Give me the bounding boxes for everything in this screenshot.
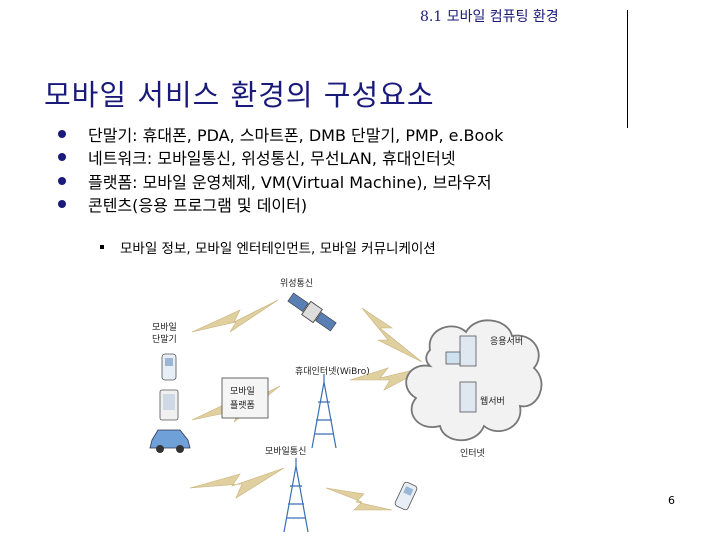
mobile-environment-diagram: 위성통신 모바일 단말기 모바일 플랫폼 휴대인터넷(WiBro) 모바일통신 …	[149, 278, 543, 533]
vertical-divider	[627, 10, 628, 128]
bolt-icon	[325, 487, 393, 511]
tower-icon	[283, 458, 309, 533]
bolt-icon	[361, 307, 423, 363]
pda-icon	[159, 389, 179, 421]
satellite-label: 위성통신	[280, 278, 313, 289]
device-label-line2: 단말기	[152, 333, 177, 345]
platform-label-line1: 모바일	[230, 386, 255, 397]
bullet-dot	[58, 200, 66, 209]
bullet-dot	[58, 176, 66, 185]
sub-bullet: 모바일 정보, 모바일 엔터테인먼트, 모바일 커뮤니케이션	[100, 237, 436, 257]
handset-icon	[394, 481, 418, 511]
car-icon	[149, 429, 191, 453]
page-number: 6	[668, 494, 675, 507]
sub-bullet-marker	[100, 245, 104, 249]
bullet-dot	[58, 153, 66, 162]
mobile-comm-label: 모바일통신	[265, 446, 306, 457]
web-server-label: 웹서버	[480, 396, 505, 407]
bullet-item: 네트워크: 모바일통신, 위성통신, 무선LAN, 휴대인터넷	[58, 146, 638, 170]
internet-label: 인터넷	[460, 448, 485, 459]
bullet-text: 콘텐츠(응용 프로그램 및 데이터)	[88, 196, 308, 216]
bullet-text: 단말기: 휴대폰, PDA, 스마트폰, DMB 단말기, PMP, e.Boo…	[88, 125, 504, 145]
satellite-icon	[287, 292, 337, 332]
wibro-label: 휴대인터넷(WiBro)	[295, 366, 370, 377]
bullet-text: 플랫폼: 모바일 운영체제, VM(Virtual Machine), 브라우저	[88, 172, 492, 192]
server-icon	[459, 381, 477, 413]
bullet-dot	[58, 129, 66, 138]
bullet-item: 플랫폼: 모바일 운영체제, VM(Virtual Machine), 브라우저	[58, 169, 638, 193]
tower-icon	[311, 374, 337, 449]
app-server-label: 응용서버	[490, 336, 523, 347]
internet-cloud	[405, 319, 543, 442]
bullet-text: 네트워크: 모바일통신, 위성통신, 무선LAN, 휴대인터넷	[88, 149, 456, 169]
header-title: 8.1 모바일 컴퓨팅 환경	[420, 9, 559, 25]
device-label-line1: 모바일	[152, 322, 177, 333]
bolt-icon	[191, 299, 279, 333]
bullet-item: 단말기: 휴대폰, PDA, 스마트폰, DMB 단말기, PMP, e.Boo…	[58, 122, 638, 146]
platform-label-line2: 플랫폼	[230, 400, 255, 411]
platform-box	[221, 377, 269, 419]
phone-icon	[161, 353, 177, 381]
bullet-item: 콘텐츠(응용 프로그램 및 데이터)	[58, 193, 638, 217]
bolt-icon	[189, 467, 285, 499]
slide-title: 모바일 서비스 환경의 구성요소	[44, 78, 435, 112]
server-icon	[445, 335, 477, 367]
bullet-list: 단말기: 휴대폰, PDA, 스마트폰, DMB 단말기, PMP, e.Boo…	[58, 122, 638, 216]
sub-bullet-text: 모바일 정보, 모바일 엔터테인먼트, 모바일 커뮤니케이션	[120, 241, 436, 257]
